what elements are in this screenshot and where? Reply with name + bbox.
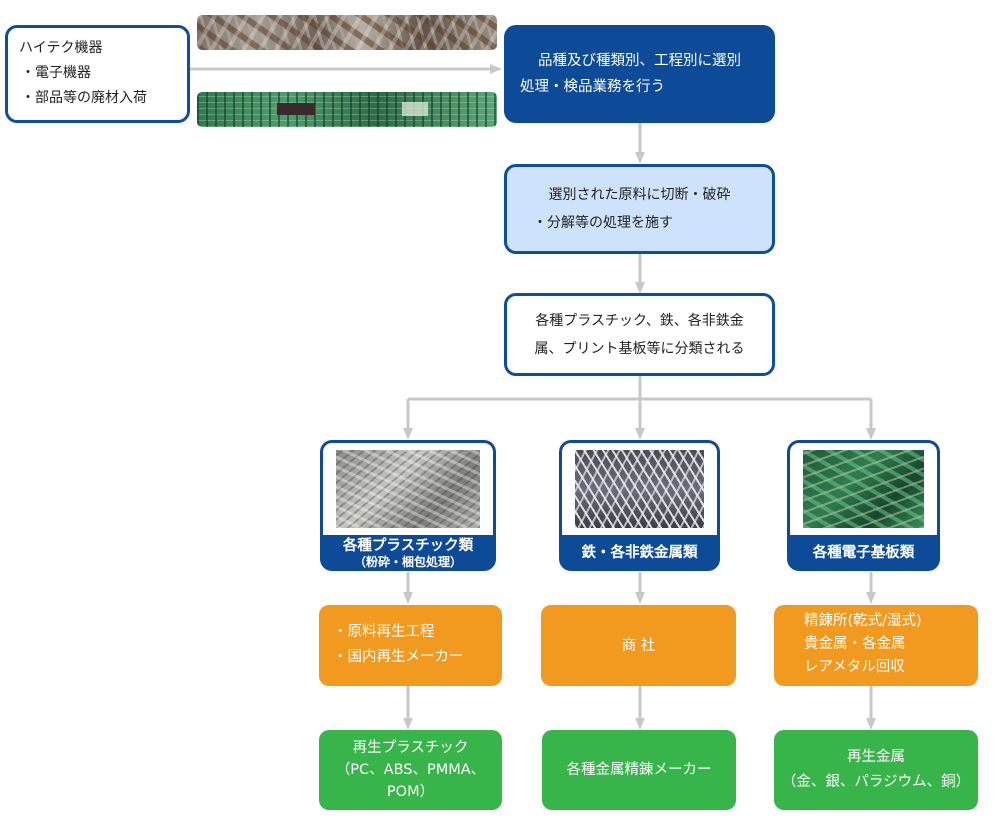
output-box-metals: 各種金属精錬メーカー [542, 730, 736, 810]
process-text: ・国内再生メーカー [333, 649, 464, 665]
process-box-metals: 商 社 [541, 605, 736, 686]
input-box: ハイテク機器 ・電子機器 ・部品等の廃材入荷 [5, 25, 190, 123]
sorting-step-box: 品種及び種類別、工程別に選別 処理・検品業務を行う [504, 25, 775, 123]
output-text: （PC、ABS、PMMA、 [335, 762, 486, 778]
sorting-step-text: 処理・検品業務を行う [520, 79, 665, 95]
metal-rods-photo [575, 450, 704, 528]
input-item: ・電子機器 [21, 65, 91, 81]
plastic-flakes-photo [336, 450, 480, 528]
scrap-metal-photo [197, 15, 497, 50]
output-box-boards: 再生金属 （金、銀、パラジウム、銅） [774, 730, 978, 810]
output-box-plastics: 再生プラスチック （PC、ABS、PMMA、 POM） [319, 730, 502, 810]
process-box-plastics: ・原料再生工程 ・国内再生メーカー [319, 605, 502, 686]
process-text: 商 社 [621, 637, 656, 654]
input-title: ハイテク機器 [19, 40, 103, 56]
process-box-boards: 精錬所(乾式/湿式) 貴金属・各金属 レアメタル回収 [774, 605, 978, 686]
processing-step-box: 選別された原料に切断・破砕 ・分解等の処理を施す [504, 164, 775, 254]
process-text: 精錬所(乾式/湿式) [804, 613, 922, 629]
category-label: 鉄・各非鉄金属類 [581, 545, 698, 561]
category-card-boards: 各種電子基板類 [787, 440, 940, 571]
output-text: 各種金属精錬メーカー [566, 762, 712, 778]
category-label: 各種プラスチック類 [342, 538, 474, 554]
electronic-boards-photo [803, 450, 924, 528]
processing-step-text: 選別された原料に切断・破砕 [548, 187, 731, 203]
category-label: 各種電子基板類 [812, 545, 915, 561]
classification-step-text: 属、プリント基板等に分類される [534, 340, 745, 357]
process-text: ・原料再生工程 [333, 624, 435, 640]
process-text: レアメタル回収 [804, 659, 905, 675]
process-text: 貴金属・各金属 [804, 636, 906, 652]
output-text: 再生プラスチック [352, 740, 469, 756]
classification-step-text: 各種プラスチック、鉄、各非鉄金 [535, 312, 744, 329]
classification-step-box: 各種プラスチック、鉄、各非鉄金 属、プリント基板等に分類される [504, 293, 775, 376]
processing-step-text: ・分解等の処理を施す [533, 215, 673, 231]
circuit-board-photo [197, 92, 497, 127]
sorting-step-text: 品種及び種類別、工程別に選別 [538, 53, 741, 69]
output-text: POM） [386, 784, 435, 800]
output-text: 再生金属 [847, 749, 905, 765]
output-text: （金、銀、パラジウム、銅） [781, 774, 971, 790]
category-sublabel: （粉砕・梱包処理） [353, 555, 462, 569]
input-item: ・部品等の廃材入荷 [21, 90, 147, 106]
category-card-metals: 鉄・各非鉄金属類 [559, 440, 720, 571]
category-card-plastics: 各種プラスチック類 （粉砕・梱包処理） [320, 440, 496, 571]
